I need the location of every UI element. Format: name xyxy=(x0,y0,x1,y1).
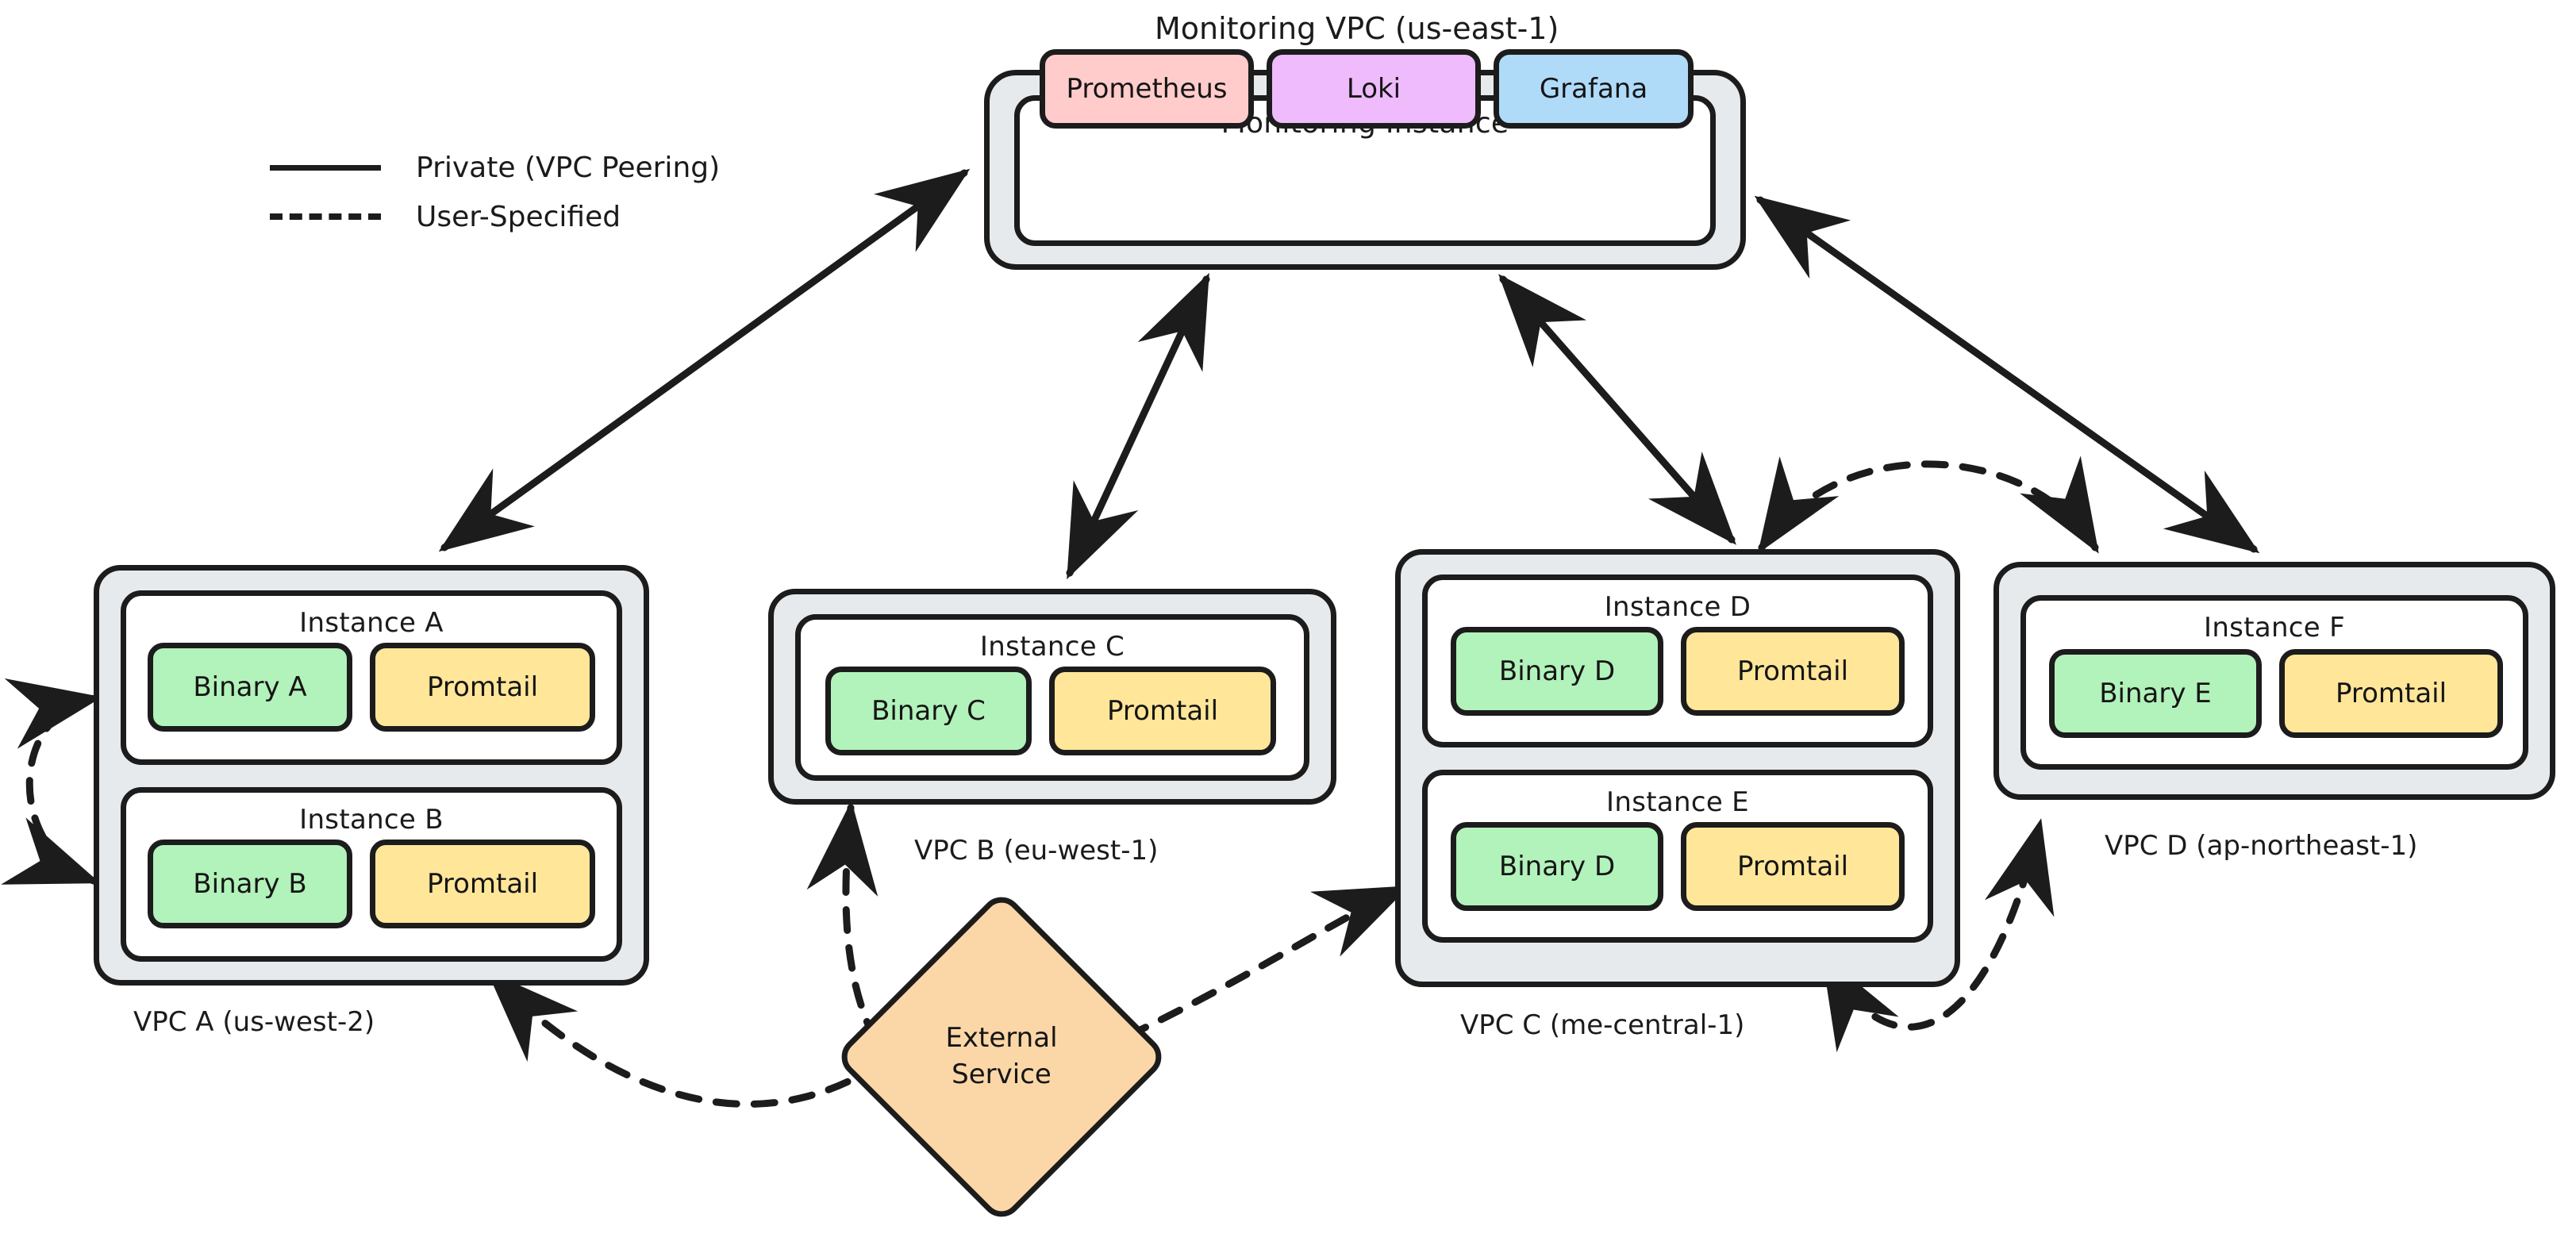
promtail-b-box[interactable]: Promtail xyxy=(370,840,595,928)
link-vpc-c-monitoring xyxy=(1498,274,1736,545)
service-loki[interactable]: Loki xyxy=(1267,49,1481,129)
vpc-a-label: VPC A (us-west-2) xyxy=(133,1006,375,1038)
promtail-e-box[interactable]: Promtail xyxy=(1681,822,1905,911)
promtail-f-box[interactable]: Promtail xyxy=(2279,649,2503,738)
legend-label-user-specified: User-Specified xyxy=(416,200,621,233)
binary-a-box[interactable]: Binary A xyxy=(148,643,352,732)
binary-d-box[interactable]: Binary D xyxy=(1451,627,1663,716)
binary-b-box[interactable]: Binary B xyxy=(148,840,352,928)
instance-f-title: Instance F xyxy=(2204,612,2345,644)
external-service-line1: External xyxy=(945,1022,1058,1055)
instance-a-title: Instance A xyxy=(299,607,444,639)
promtail-a-box[interactable]: Promtail xyxy=(370,643,595,732)
link-external-vpc-a xyxy=(486,970,885,1108)
link-instance-a-instance-b xyxy=(1,678,102,885)
legend-item-private: Private (VPC Peering) xyxy=(270,143,720,192)
monitoring-vpc-label: Monitoring VPC (us-east-1) xyxy=(1155,11,1559,46)
legend-item-user-specified: User-Specified xyxy=(270,192,720,241)
instance-d-title: Instance D xyxy=(1604,591,1751,623)
external-service-node[interactable]: External Service xyxy=(832,888,1171,1226)
instance-c-title: Instance C xyxy=(979,631,1125,663)
instance-b-title: Instance B xyxy=(299,804,444,836)
binary-f-box[interactable]: Binary E xyxy=(2049,649,2262,738)
solid-line-key xyxy=(270,164,381,171)
vpc-d-label: VPC D (ap-northeast-1) xyxy=(2105,830,2418,862)
service-prometheus[interactable]: Prometheus xyxy=(1040,49,1254,129)
promtail-c-box[interactable]: Promtail xyxy=(1049,667,1276,755)
binary-e-instance-box[interactable]: Binary D xyxy=(1451,822,1663,911)
promtail-d-box[interactable]: Promtail xyxy=(1681,627,1905,716)
link-external-vpc-c xyxy=(1123,885,1410,1040)
external-service-text: External Service xyxy=(882,938,1121,1176)
vpc-b-label: VPC B (eu-west-1) xyxy=(914,835,1159,867)
legend: Private (VPC Peering) User-Specified xyxy=(270,143,720,241)
vpc-c-label: VPC C (me-central-1) xyxy=(1460,1009,1745,1041)
instance-e-title: Instance E xyxy=(1606,786,1749,818)
binary-c-box[interactable]: Binary C xyxy=(825,667,1032,755)
dashed-line-key xyxy=(270,213,381,220)
link-vpc-b-monitoring xyxy=(1066,272,1210,580)
link-vpc-c-vpc-d-top xyxy=(1757,455,2099,554)
external-service-line2: Service xyxy=(952,1059,1052,1090)
legend-label-private: Private (VPC Peering) xyxy=(416,151,721,184)
service-grafana[interactable]: Grafana xyxy=(1494,49,1694,129)
link-vpc-d-monitoring xyxy=(1754,195,2260,554)
